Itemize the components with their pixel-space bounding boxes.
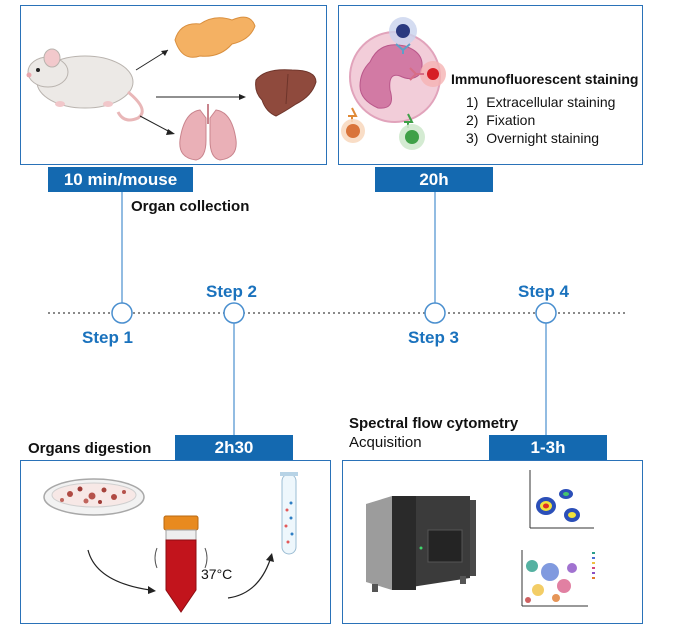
density-plot-icon <box>529 470 594 529</box>
step3-circle <box>424 302 446 324</box>
mouse-icon <box>26 48 144 122</box>
step-3-label: Step 3 <box>408 328 460 347</box>
duration-badge-acquisition: 1-3h <box>489 435 607 460</box>
duration-badge-organ-collection: 10 min/mouse <box>48 167 193 192</box>
organ-collection-label: Organ collection <box>131 198 250 215</box>
step2-circle <box>223 302 245 324</box>
step1-circle <box>111 302 133 324</box>
step-1-label: Step 1 <box>82 328 134 347</box>
cell-icon <box>349 31 441 123</box>
staining-step-3: 3) Overnight staining <box>466 130 600 146</box>
liver-icon <box>255 69 317 117</box>
staining-step-1: 1) Extracellular staining <box>466 94 616 110</box>
step-2-label: Step 2 <box>206 282 258 301</box>
duration-badge-staining: 20h <box>375 167 493 192</box>
test-tube-icon <box>280 472 298 555</box>
cytometry-subtitle: Acquisition <box>349 434 422 451</box>
step-4-label: Step 4 <box>518 282 570 301</box>
step4-circle <box>535 302 557 324</box>
umap-plot-icon <box>521 550 595 607</box>
duration-badge-digestion: 2h30 <box>175 435 293 460</box>
cytometry-title: Spectral flow cytometry <box>349 415 519 432</box>
lungs-icon <box>179 104 237 161</box>
staining-step-2: 2) Fixation <box>466 112 536 128</box>
pancreas-icon <box>174 16 256 58</box>
staining-title: Immunofluorescent staining <box>451 71 639 87</box>
temperature-label: 37°C <box>201 566 233 582</box>
tube-icon <box>154 515 208 613</box>
cytometer-icon <box>366 496 476 592</box>
digestion-title: Organs digestion <box>28 440 152 457</box>
petri-dish-icon <box>43 478 145 516</box>
